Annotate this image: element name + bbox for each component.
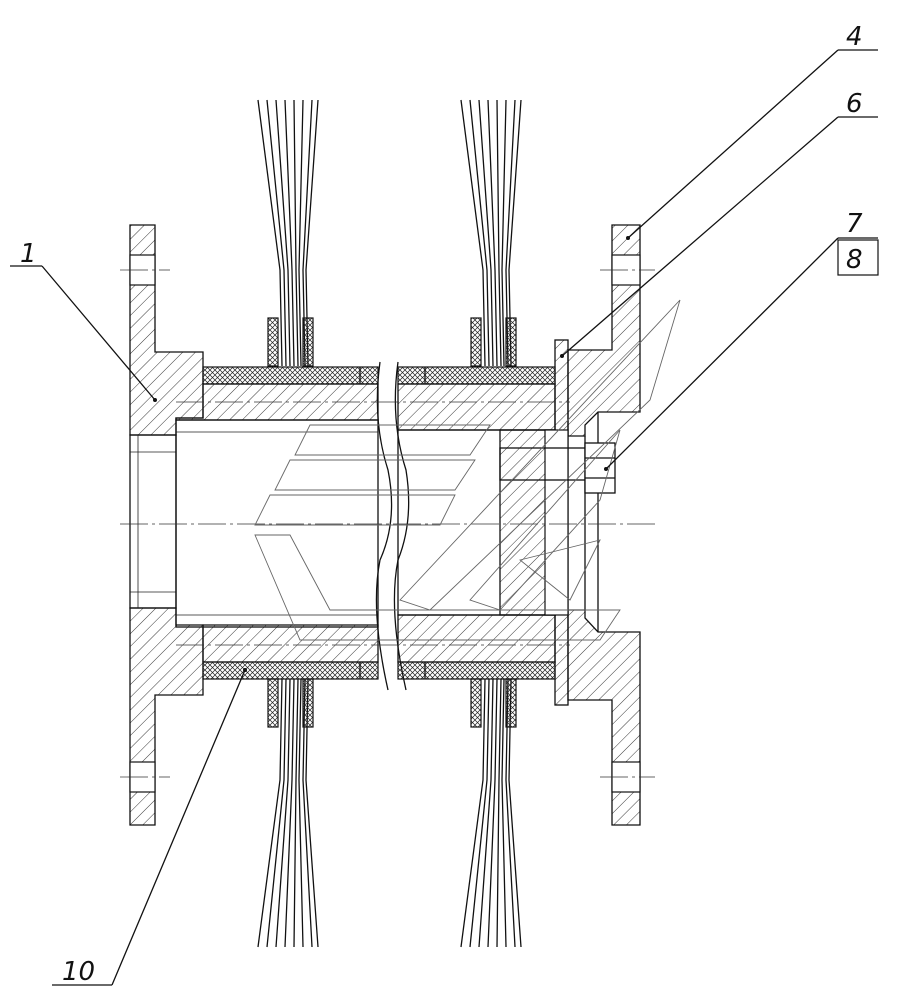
callout-6: 6 bbox=[560, 89, 878, 358]
callout-label-4: 4 bbox=[846, 22, 863, 52]
callout-4: 4 bbox=[626, 22, 878, 240]
callout-label-7: 7 bbox=[846, 209, 863, 239]
callout-label-8: 8 bbox=[846, 245, 863, 275]
watermark-logo bbox=[254, 299, 681, 641]
callout-10: 10 bbox=[52, 668, 247, 987]
bolt-assembly bbox=[584, 442, 616, 494]
brush-bundle-right-top bbox=[460, 99, 522, 367]
brush-bundle-left-top bbox=[257, 99, 319, 367]
callout-label-10: 10 bbox=[62, 957, 95, 987]
callout-label-6: 6 bbox=[846, 89, 863, 119]
brush-bundle-left-bottom bbox=[257, 678, 319, 948]
end-plug bbox=[499, 429, 596, 616]
right-flange bbox=[567, 224, 655, 826]
callout-1: 1 bbox=[10, 239, 157, 402]
callout-7: 7 bbox=[605, 209, 878, 470]
left-flange bbox=[120, 224, 204, 826]
brush-bundle-right-bottom bbox=[460, 678, 522, 948]
callout-8: 8 bbox=[837, 239, 879, 276]
callout-label-1: 1 bbox=[20, 239, 37, 269]
shaft-tube bbox=[175, 383, 556, 663]
